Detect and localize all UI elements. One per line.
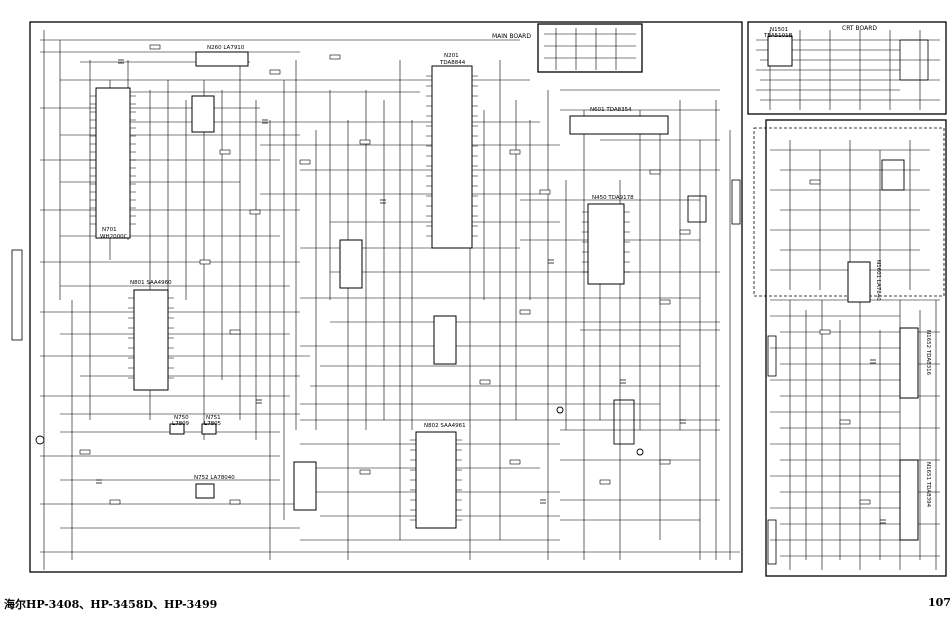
ic-small-4-body [191, 95, 215, 133]
connector-right-2 [767, 519, 777, 565]
ic-n1651-label: N1651 TDA8394 [925, 462, 931, 508]
ic-small-2-body [433, 315, 457, 365]
transformer-main [613, 399, 635, 445]
capacitor-symbols [96, 59, 886, 524]
ic-n260-body [195, 51, 249, 67]
ic-n1601-label: N1601 LA7840 [875, 260, 881, 301]
coil-symbols [35, 159, 905, 456]
ic-chips [95, 35, 919, 541]
regulator-n751-body [201, 423, 217, 435]
ic-n201-part-label: TDA8844 [440, 60, 466, 66]
coil-deflection [687, 195, 707, 223]
crt-board-outline [747, 21, 947, 115]
ic-n801-label: N801 SAA4960 [130, 280, 172, 286]
ic-n1501-label: N1501 [770, 27, 789, 33]
ic-n601-label: N601 TDA8354 [590, 107, 632, 113]
board-outlines [29, 21, 947, 577]
ic-n752-body [195, 483, 215, 499]
ic-n1651-body [899, 459, 919, 541]
document-title: 海尔HP-3408、HP-3458D、HP-3499 [4, 598, 218, 611]
wiring-top-sub-board [544, 28, 636, 70]
ic-n802-body [415, 431, 457, 529]
ic-n450-label: N450 TDA9178 [592, 195, 634, 201]
ic-pin-ticks [90, 75, 630, 521]
ic-n201-body [431, 65, 473, 249]
regulator-n750-body [169, 423, 185, 435]
connector-mid [731, 179, 741, 225]
ic-n701-part-label: WH2000C [100, 234, 128, 240]
ic-n1652-label: N1652 TDA8316 [925, 330, 931, 376]
regulator-n751-part-label: L7805 [204, 421, 222, 427]
regulator-n751-label: N751 [206, 415, 221, 421]
regulator-n750-label: N750 [174, 415, 189, 421]
ic-n701-body [95, 87, 131, 239]
ic-small-3-body [293, 461, 317, 511]
ic-n1501-body [767, 35, 793, 67]
crt-board-label: CRT BOARD [842, 25, 878, 32]
components [79, 44, 871, 505]
connector-left [11, 249, 23, 341]
connector-strips [11, 39, 929, 565]
ic-n802-label: N802 SAA4961 [424, 423, 466, 429]
ic-n601-body [569, 115, 669, 135]
ic-n1601-body [847, 261, 871, 303]
ic-n701-label: N701 [102, 227, 117, 233]
main-board-label: MAIN BOARD [492, 33, 531, 40]
top-sub-board-outline [537, 23, 643, 73]
ic-small-1-body [339, 239, 363, 289]
main-board-outline [29, 21, 743, 573]
ic-n1652-body [899, 327, 919, 399]
ic-n260-label: N260 LA7910 [207, 45, 245, 51]
ic-n801-body [133, 289, 169, 391]
flyback-transformer [881, 159, 905, 191]
connector-crt [899, 39, 929, 81]
ic-n1501-part-label: TEA5101B [764, 33, 793, 39]
regulator-n750-part-label: L7809 [172, 421, 190, 427]
ic-n450-body [587, 203, 625, 285]
connector-right-1 [767, 335, 777, 377]
ic-n201-label: N201 [444, 53, 459, 59]
wiring-crt-board [756, 30, 940, 110]
page-number: 107 [928, 596, 950, 609]
right-board-outline [765, 119, 947, 577]
ic-n752-label: N752 LA78040 [194, 475, 235, 481]
